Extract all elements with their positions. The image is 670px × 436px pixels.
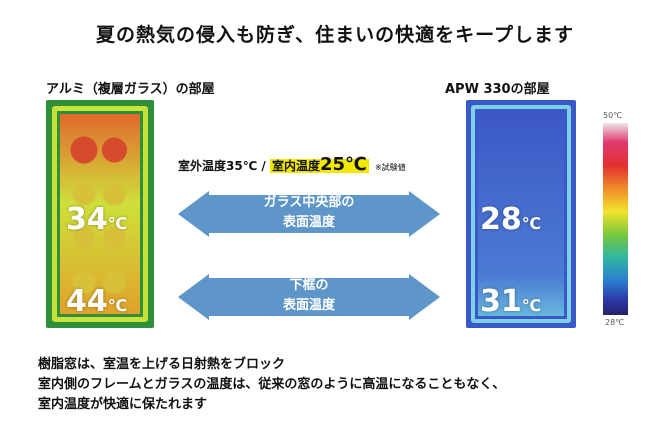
window-glass [60,114,140,314]
window-frame [52,106,148,322]
outside-temp: 室外温度35℃ / [178,159,266,173]
arrow-label: ガラス中央部の 表面温度 [263,195,355,230]
glass-center-temp-left: 34℃ [66,202,128,237]
lower-frame-arrow: 下框の 表面温度 [178,274,440,320]
window-frame [471,105,571,323]
window-glass [478,112,564,316]
thermal-image-apw330-window: 28℃ 31℃ [466,100,576,328]
arrow-shaft [208,278,410,316]
lower-frame-temp-right: 31℃ [480,284,542,319]
right-room-label: APW 330の部屋 [445,82,550,97]
test-conditions: 室外温度35℃ / 室内温度25℃ ※試験値 [178,154,448,175]
right-arrow-head [409,274,440,320]
lower-frame-temp-left: 44℃ [66,284,128,319]
arrow-label: 下框の 表面温度 [282,278,335,313]
arrow-shaft [208,195,410,233]
thermal-image-aluminum-window: 34℃ 44℃ [46,100,154,328]
glass-center-temp-right: 28℃ [480,202,542,237]
description-text: 樹脂窓は、室温を上げる日射熱をブロック 室内側のフレームとガラスの温度は、従来の… [38,357,506,412]
scale-min-label: 28℃ [605,318,625,327]
left-room-label: アルミ（複層ガラス）の部屋 [46,82,215,97]
temperature-color-scale [603,123,628,315]
inside-temp-highlight: 室内温度25℃ [269,154,369,175]
left-arrow-head [178,191,209,237]
right-arrow-head [409,191,440,237]
test-value-note: ※試験値 [375,163,406,172]
scale-max-label: 50℃ [603,111,623,120]
left-arrow-head [178,274,209,320]
glass-center-arrow: ガラス中央部の 表面温度 [178,191,440,237]
page-title: 夏の熱気の侵入も防ぎ、住まいの快適をキープします [96,24,574,46]
